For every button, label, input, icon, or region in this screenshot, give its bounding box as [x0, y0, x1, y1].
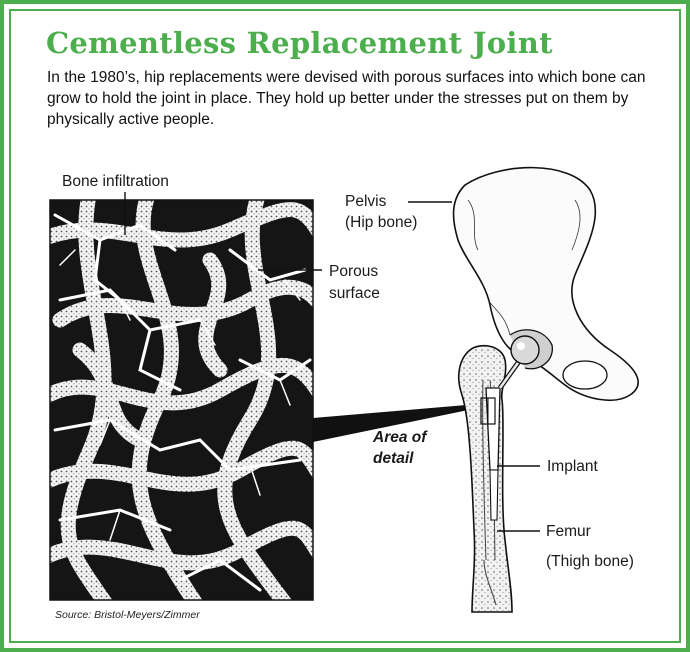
label-bone-infiltration: Bone infiltration	[62, 172, 169, 192]
label-surface: surface	[329, 284, 380, 304]
source-credit: Source: Bristol-Meyers/Zimmer	[55, 609, 200, 621]
label-femur: Femur	[546, 522, 591, 542]
label-area-of: Area of	[373, 428, 426, 448]
label-pelvis: Pelvis	[345, 192, 386, 212]
label-implant: Implant	[547, 457, 598, 477]
implant-ball-head	[511, 336, 539, 364]
label-porous: Porous	[329, 262, 378, 282]
label-hip-bone: (Hip bone)	[345, 213, 417, 233]
porous-detail-view	[40, 190, 330, 610]
label-thigh-bone: (Thigh bone)	[546, 552, 634, 572]
label-detail: detail	[373, 449, 413, 469]
